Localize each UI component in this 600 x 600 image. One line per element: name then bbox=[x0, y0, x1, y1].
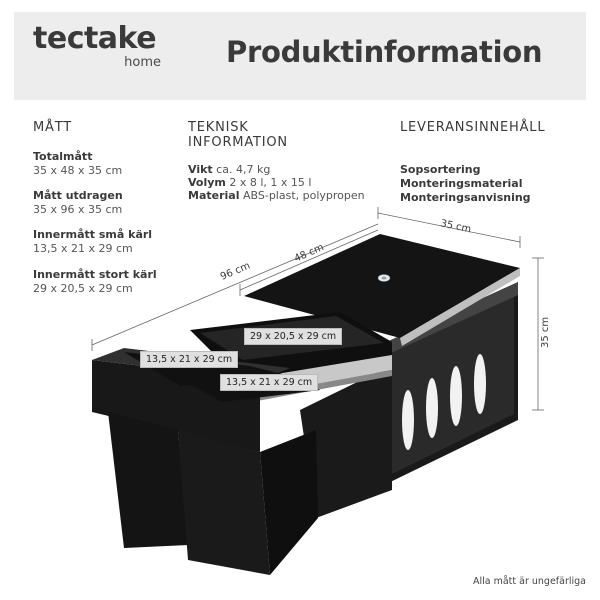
bin-label-small-left: 13,5 x 21 x 29 cm bbox=[140, 351, 239, 368]
spec-material: Material ABS-plast, polypropen bbox=[188, 189, 365, 203]
small-bin-left bbox=[108, 412, 188, 548]
spec-weight-label: Vikt bbox=[188, 163, 213, 176]
footnote: Alla mått är ungefärliga bbox=[472, 576, 586, 587]
technical-heading-line1: TEKNISK bbox=[188, 120, 249, 135]
spec-weight: Vikt ca. 4,7 kg bbox=[188, 163, 270, 177]
spec-material-label: Material bbox=[188, 189, 240, 202]
spec-weight-value: ca. 4,7 kg bbox=[216, 163, 271, 176]
delivery-item: Monteringsmaterial bbox=[400, 177, 523, 190]
spec-total-value: 35 x 48 x 35 cm bbox=[33, 164, 123, 177]
spec-large-bin-value: 29 x 20,5 x 29 cm bbox=[33, 282, 133, 295]
delivery-heading: LEVERANSINNEHÅLL bbox=[400, 120, 546, 135]
drawer bbox=[92, 312, 392, 575]
spec-large-bin: Innermått stort kärl 29 x 20,5 x 29 cm bbox=[33, 268, 157, 296]
dim-width-label: 35 cm bbox=[439, 218, 472, 235]
delivery-item: Sopsortering bbox=[400, 163, 481, 176]
spec-total: Totalmått 35 x 48 x 35 cm bbox=[33, 150, 122, 178]
spec-volume-label: Volym bbox=[188, 176, 226, 189]
brand-logo: tectake home bbox=[33, 22, 163, 82]
delivery-list: Sopsortering Monteringsmaterial Monterin… bbox=[400, 163, 531, 205]
spec-extended: Mått utdragen 35 x 96 x 35 cm bbox=[33, 189, 123, 217]
small-bin-right bbox=[178, 430, 270, 575]
spec-small-bins-label: Innermått små kärl bbox=[33, 228, 153, 241]
top-lid bbox=[244, 234, 520, 346]
page-title: Produktinformation bbox=[226, 35, 543, 69]
measurements-heading: MÅTT bbox=[33, 120, 72, 135]
brand-name: tectake bbox=[33, 21, 157, 56]
dimension-lines bbox=[91, 207, 544, 411]
spec-volume-value: 2 x 8 l, 1 x 15 l bbox=[229, 176, 312, 189]
technical-heading: TEKNISK INFORMATION bbox=[188, 120, 288, 150]
dim-depth-closed-line bbox=[239, 229, 379, 291]
spec-material-value: ABS-plast, polypropen bbox=[242, 189, 365, 202]
spec-large-bin-label: Innermått stort kärl bbox=[33, 268, 157, 281]
spec-small-bins: Innermått små kärl 13,5 x 21 x 29 cm bbox=[33, 228, 152, 256]
spec-volume: Volym 2 x 8 l, 1 x 15 l bbox=[188, 176, 311, 190]
spec-total-label: Totalmått bbox=[33, 150, 93, 163]
header-band bbox=[14, 12, 586, 100]
dim-width-line bbox=[377, 212, 521, 243]
dim-depth-extended-line bbox=[91, 223, 379, 346]
spec-small-bins-value: 13,5 x 21 x 29 cm bbox=[33, 242, 133, 255]
bin-label-large: 29 x 20,5 x 29 cm bbox=[244, 328, 343, 345]
bin-label-small-right: 13,5 x 21 x 29 cm bbox=[220, 374, 319, 391]
brand-sub: home bbox=[124, 55, 161, 70]
delivery-item: Monteringsanvisning bbox=[400, 191, 531, 204]
technical-heading-line2: INFORMATION bbox=[188, 135, 288, 150]
spec-extended-value: 35 x 96 x 35 cm bbox=[33, 203, 123, 216]
dim-height-label: 35 cm bbox=[540, 317, 551, 348]
spec-extended-label: Mått utdragen bbox=[33, 189, 123, 202]
